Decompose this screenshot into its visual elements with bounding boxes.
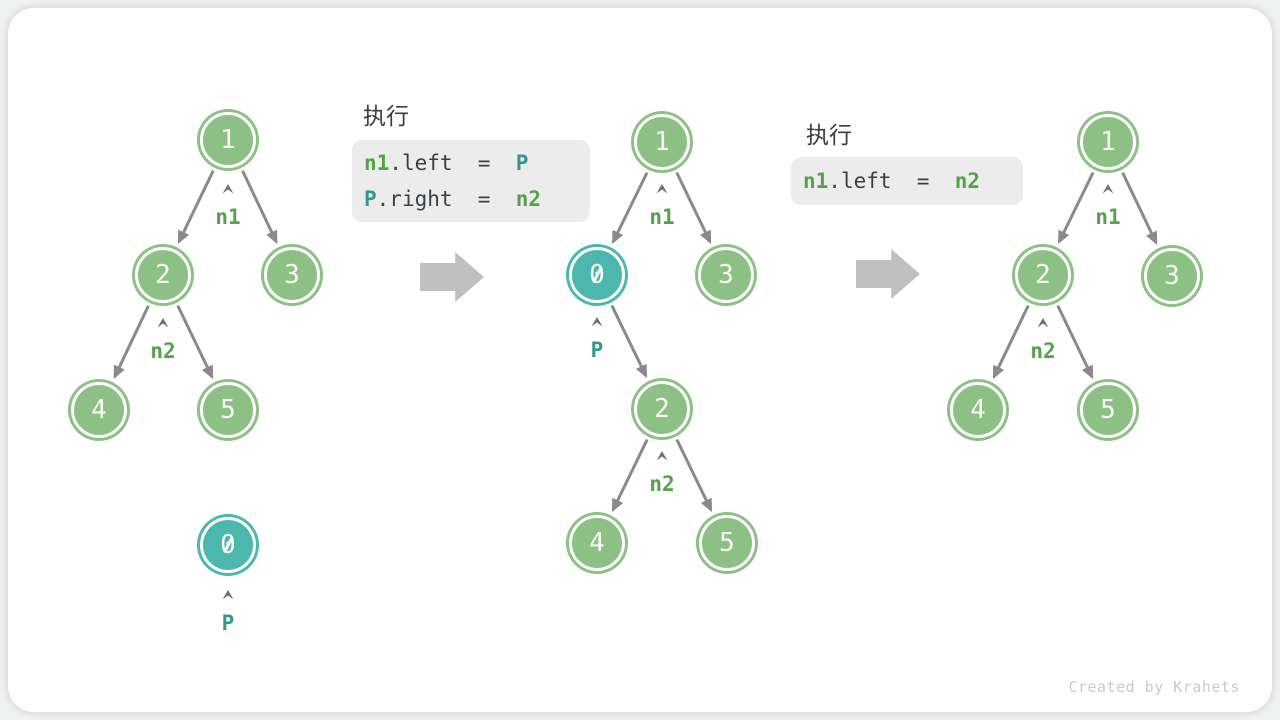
node-5: 5 xyxy=(200,382,256,438)
node-value: 2 xyxy=(654,394,670,424)
pointer-label-n2: n2 xyxy=(649,472,675,496)
node-4: 4 xyxy=(71,382,127,438)
tree-edge xyxy=(611,438,649,513)
node-value: 5 xyxy=(719,528,735,558)
node-5: 5 xyxy=(1080,382,1136,438)
node-1: 1 xyxy=(1080,114,1136,170)
pointer-label-P: P xyxy=(590,338,604,362)
tree-edge xyxy=(1121,172,1158,246)
up-caret-icon xyxy=(222,590,234,600)
code-token: P xyxy=(515,151,529,175)
node-value: 4 xyxy=(91,395,107,425)
tree-edge xyxy=(992,304,1030,380)
node-3: 3 xyxy=(264,247,320,303)
node-2: 2 xyxy=(1015,247,1071,303)
tree-edge xyxy=(1056,304,1094,380)
code-token: n2 xyxy=(515,187,542,211)
pointer-label-P: P xyxy=(221,611,235,635)
node-5: 5 xyxy=(699,515,755,571)
up-caret-icon xyxy=(656,184,668,194)
node-value: 5 xyxy=(220,395,236,425)
up-caret-icon xyxy=(591,317,603,327)
tree-edge xyxy=(611,171,649,245)
node-value: 2 xyxy=(1035,260,1051,290)
tree-edge xyxy=(610,304,648,379)
pointer-label-n2: n2 xyxy=(150,339,176,363)
exec-label-1: 执行 xyxy=(363,103,409,129)
node-4: 4 xyxy=(950,382,1006,438)
up-caret-icon xyxy=(157,318,169,328)
code-token: .left = xyxy=(389,151,516,175)
code-token: n2 xyxy=(954,169,981,193)
node-value: 4 xyxy=(970,395,986,425)
code-line: n1.left = n2 xyxy=(803,163,1011,199)
exec-label-2: 执行 xyxy=(806,122,852,148)
node-1: 1 xyxy=(200,112,256,168)
node-2: 2 xyxy=(634,381,690,437)
pointer-label-n2: n2 xyxy=(1030,339,1056,363)
node-3: 3 xyxy=(698,247,754,303)
tree-edge xyxy=(177,169,215,245)
up-caret-icon xyxy=(1037,318,1049,328)
code-token: .right = xyxy=(376,187,516,211)
node-4: 4 xyxy=(569,515,625,571)
node-3: 3 xyxy=(1144,248,1200,304)
up-caret-icon xyxy=(656,451,668,461)
node-value: 4 xyxy=(589,528,605,558)
node-value: 1 xyxy=(220,125,236,155)
node-2: 2 xyxy=(135,247,191,303)
node-0: 0 xyxy=(200,517,256,573)
pointer-label-n1: n1 xyxy=(649,205,675,229)
node-value: 3 xyxy=(284,260,300,290)
node-value: 2 xyxy=(155,260,171,290)
pointer-label-n1: n1 xyxy=(215,205,241,229)
tree-edge xyxy=(675,438,713,513)
node-1: 1 xyxy=(634,114,690,170)
tree-edge xyxy=(241,170,278,245)
up-caret-icon xyxy=(222,184,234,194)
tree-edge xyxy=(675,171,712,245)
node-value: 3 xyxy=(1164,261,1180,291)
tree-edge xyxy=(176,304,214,380)
code-box-2: n1.left = n2 xyxy=(791,157,1023,205)
node-value: 5 xyxy=(1100,395,1116,425)
node-value: 1 xyxy=(654,127,670,157)
node-0: 0 xyxy=(569,247,625,303)
node-value: 3 xyxy=(718,260,734,290)
code-token: n1 xyxy=(803,169,829,193)
code-token: .left = xyxy=(828,169,955,193)
code-line: n1.left = P xyxy=(364,145,578,181)
pointer-label-n1: n1 xyxy=(1095,205,1121,229)
code-token: n1 xyxy=(364,151,390,175)
tree-edge xyxy=(1057,171,1095,245)
code-line: P.right = n2 xyxy=(364,181,578,217)
node-value: 1 xyxy=(1100,127,1116,157)
tree-edge xyxy=(113,305,150,380)
up-caret-icon xyxy=(1102,184,1114,194)
watermark-credit: Created by Krahets xyxy=(1068,678,1240,696)
code-token: P xyxy=(364,187,377,211)
